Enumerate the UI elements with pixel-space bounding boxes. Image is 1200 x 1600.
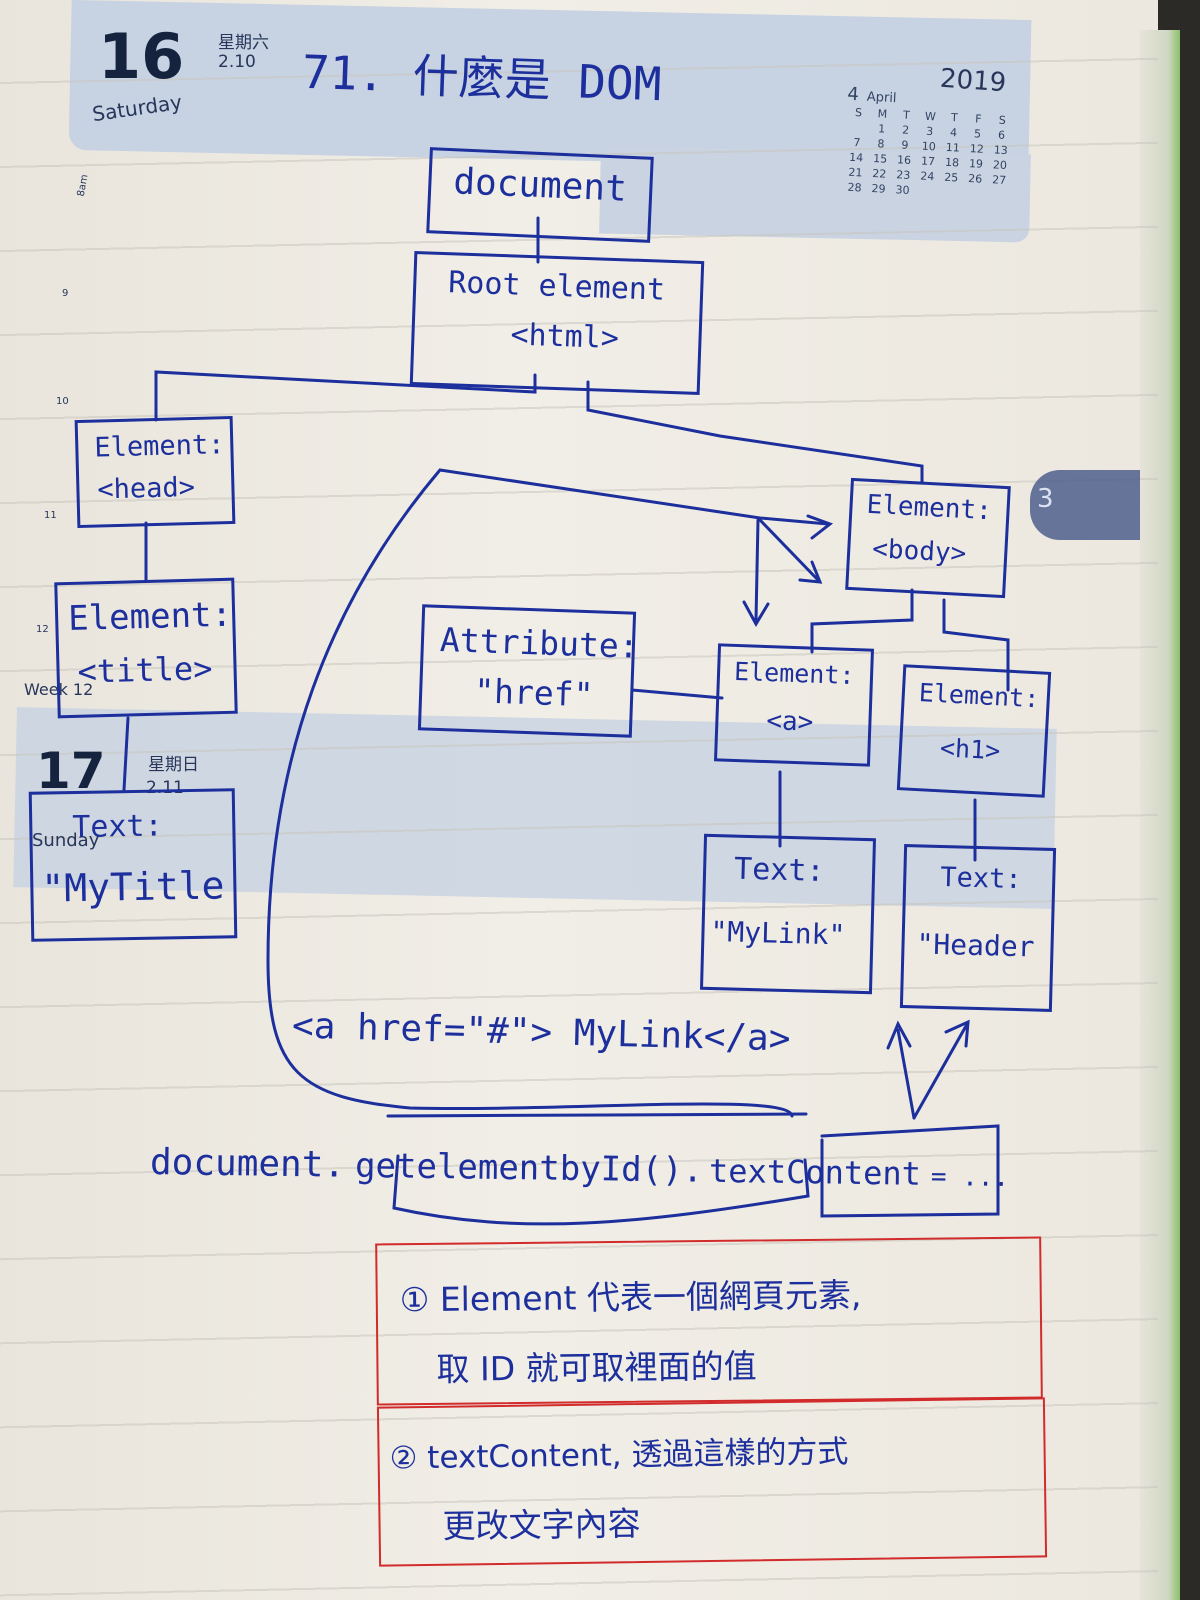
node-a: Element: <a> [713,643,875,767]
week-label: Week 12 [24,680,94,699]
node-text-mytitle: Text: "MyTitle [28,788,238,942]
month-index-tab-label: 3 [1037,484,1054,514]
node-a-label-2: <a> [765,706,814,738]
node-document-label: document [452,161,628,210]
time-mark: 11 [44,510,57,521]
node-a-label-1: Element: [733,656,855,691]
sunday-date: 17 [36,742,106,800]
node-body: Element: <body> [845,477,1011,599]
summary-point-2: ② textContent, 透過這樣的方式 更改文字內容 [376,1397,1048,1567]
node-root-element: Root element <html> [409,250,705,396]
ruled-lines [0,0,1158,1600]
js-assignment: = ... [930,1161,1010,1193]
saturday-date: 16 [98,20,185,93]
month-index-tab [1030,470,1140,540]
summary-point-1-line-1: ① Element 代表一個網頁元素, [399,1275,862,1320]
node-root-label-2: <html> [509,317,620,357]
node-head-label-1: Element: [93,429,225,464]
summary-point-1: ① Element 代表一個網頁元素, 取 ID 就可取裡面的值 [375,1236,1043,1406]
node-h1: Element: <h1> [896,664,1052,798]
summary-point-2-line-2: 更改文字內容 [442,1504,641,1546]
node-attribute-href: Attribute: "href" [417,604,640,738]
dom-tree-connectors [122,216,1010,1226]
node-text-mytitle-label-2: "MyTitle [41,863,225,911]
sunday-weekday-zh: 星期日 [148,755,199,775]
node-h1-label-1: Element: [918,678,1040,714]
time-mark: 9 [62,288,69,299]
time-mark: 12 [36,624,49,635]
node-text-mytitle-label-1: Text: [72,808,163,846]
time-mark: 10 [56,396,69,407]
js-document: document. [149,1142,346,1186]
js-getelementbyid: getelementbyId() [354,1145,683,1191]
node-text-header: Text: "Header [899,844,1057,1012]
node-title: Element: <title> [54,577,238,719]
node-text-header-label-2: "Header [916,927,1035,964]
saturday-weekday-zh: 星期六 [218,33,269,53]
node-text-mylink-label-1: Text: [733,851,825,889]
node-text-mylink: Text: "MyLink" [699,833,877,995]
saturday-lunar-date: 2.10 [218,52,256,72]
summary-point-2-line-1: ② textContent, 透過這樣的方式 [389,1434,849,1477]
node-title-label-2: <title> [77,649,213,691]
node-body-label-2: <body> [871,534,967,569]
node-body-label-1: Element: [865,489,993,527]
node-text-mylink-label-2: "MyLink" [710,914,846,952]
js-textcontent: textContent [708,1151,922,1193]
node-text-header-label-1: Text: [939,862,1022,896]
node-title-label-1: Element: [67,594,233,640]
summary-point-1-line-2: 取 ID 就可取裡面的值 [436,1346,757,1389]
node-head: Element: <head> [74,415,236,529]
sunday-weekday-en: Sunday [32,830,100,851]
node-head-label-2: <head> [97,471,196,506]
js-dot: . [682,1150,704,1191]
sunday-lunar-date: 2.11 [146,778,184,798]
node-attribute-label-1: Attribute: [439,619,640,666]
node-attribute-label-2: "href" [473,671,595,715]
node-h1-label-2: <h1> [939,733,1001,766]
node-document: document [426,147,654,243]
node-root-label-1: Root element [447,265,666,308]
